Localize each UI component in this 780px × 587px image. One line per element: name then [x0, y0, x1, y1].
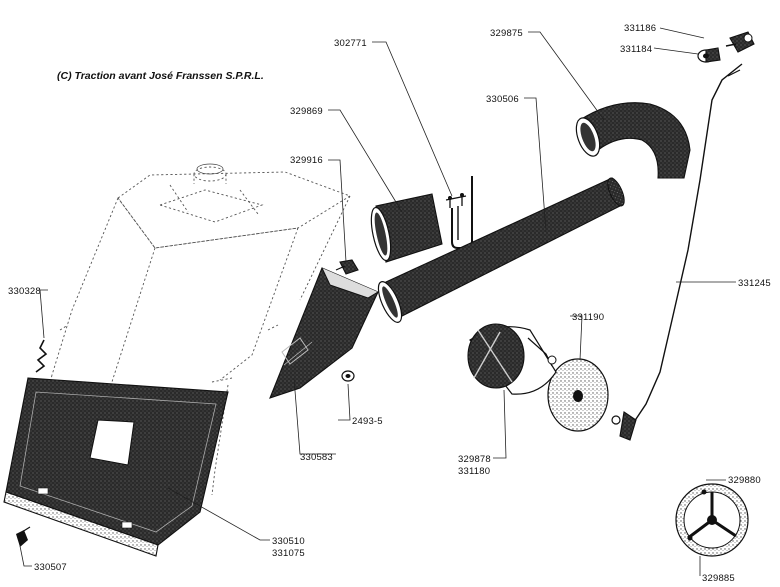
nut [341, 370, 355, 382]
label-330507: 330507 [34, 562, 67, 573]
label-302771: 302771 [334, 38, 367, 49]
u-bracket [445, 176, 473, 249]
label-331190: 331190 [572, 312, 604, 323]
label-331184: 331184 [620, 44, 652, 55]
label-329916: 329916 [290, 155, 323, 166]
label-331186: 331186 [624, 23, 656, 34]
label-329875: 329875 [490, 28, 523, 39]
shutter [675, 483, 749, 557]
label-329885: 329885 [702, 573, 735, 584]
control-rod [611, 63, 743, 441]
label-331180: 331180 [458, 466, 490, 477]
label-330506: 330506 [486, 94, 519, 105]
spring-clip [35, 339, 48, 373]
duct-tube [377, 177, 625, 323]
label-330328: 330328 [8, 286, 41, 297]
deflector [269, 267, 379, 399]
label-2493-5: 2493-5 [352, 416, 383, 427]
label-329869: 329869 [290, 106, 323, 117]
label-331075: 331075 [272, 548, 305, 559]
radiator-hood [29, 163, 352, 496]
label-330583: 330583 [300, 452, 333, 463]
felt-disc [547, 358, 609, 432]
elbow [575, 102, 691, 179]
leader-lines [19, 27, 736, 576]
sleeve [370, 193, 443, 263]
label-329878: 329878 [458, 454, 491, 465]
clip [335, 259, 359, 275]
bushing [697, 47, 721, 63]
valve-housing [467, 323, 557, 395]
heater-plate [3, 377, 229, 557]
part-labels: 302771 329875 331186 331184 330506 32986… [8, 23, 771, 584]
clip-lower [16, 526, 31, 547]
label-331245: 331245 [738, 278, 771, 289]
label-329880: 329880 [728, 475, 761, 486]
label-330510: 330510 [272, 536, 305, 547]
copyright-notice: (C) Traction avant José Franssen S.P.R.L… [57, 70, 264, 82]
knob [725, 31, 755, 53]
